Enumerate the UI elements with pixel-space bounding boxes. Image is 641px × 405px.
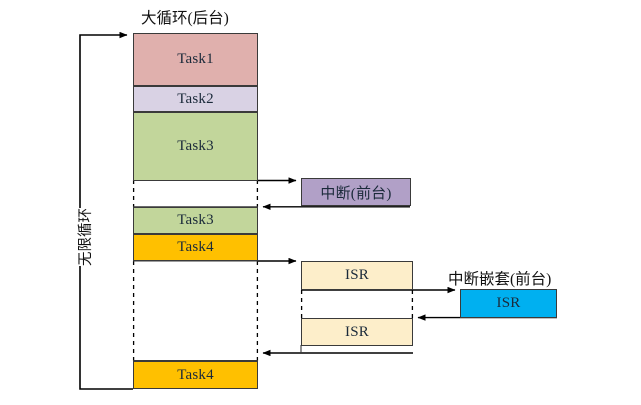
block-task3-second[interactable]: Task3 — [133, 207, 258, 234]
label-infinite-loop: 无限循环 — [72, 208, 97, 266]
block-interrupt[interactable]: 中断(前台) — [301, 178, 411, 206]
block-isr-first[interactable]: ISR — [301, 261, 413, 290]
block-task3-first[interactable]: Task3 — [133, 112, 258, 181]
block-isr-nested[interactable]: ISR — [460, 289, 557, 318]
block-task1[interactable]: Task1 — [133, 33, 258, 86]
block-task2[interactable]: Task2 — [133, 86, 258, 112]
block-isr-second[interactable]: ISR — [301, 318, 413, 346]
label-main-loop: 大循环(后台) — [141, 10, 229, 27]
block-task4-first[interactable]: Task4 — [133, 234, 258, 261]
label-nested-interrupt: 中断嵌套(前台) — [448, 271, 552, 288]
block-task4-second[interactable]: Task4 — [133, 361, 258, 389]
